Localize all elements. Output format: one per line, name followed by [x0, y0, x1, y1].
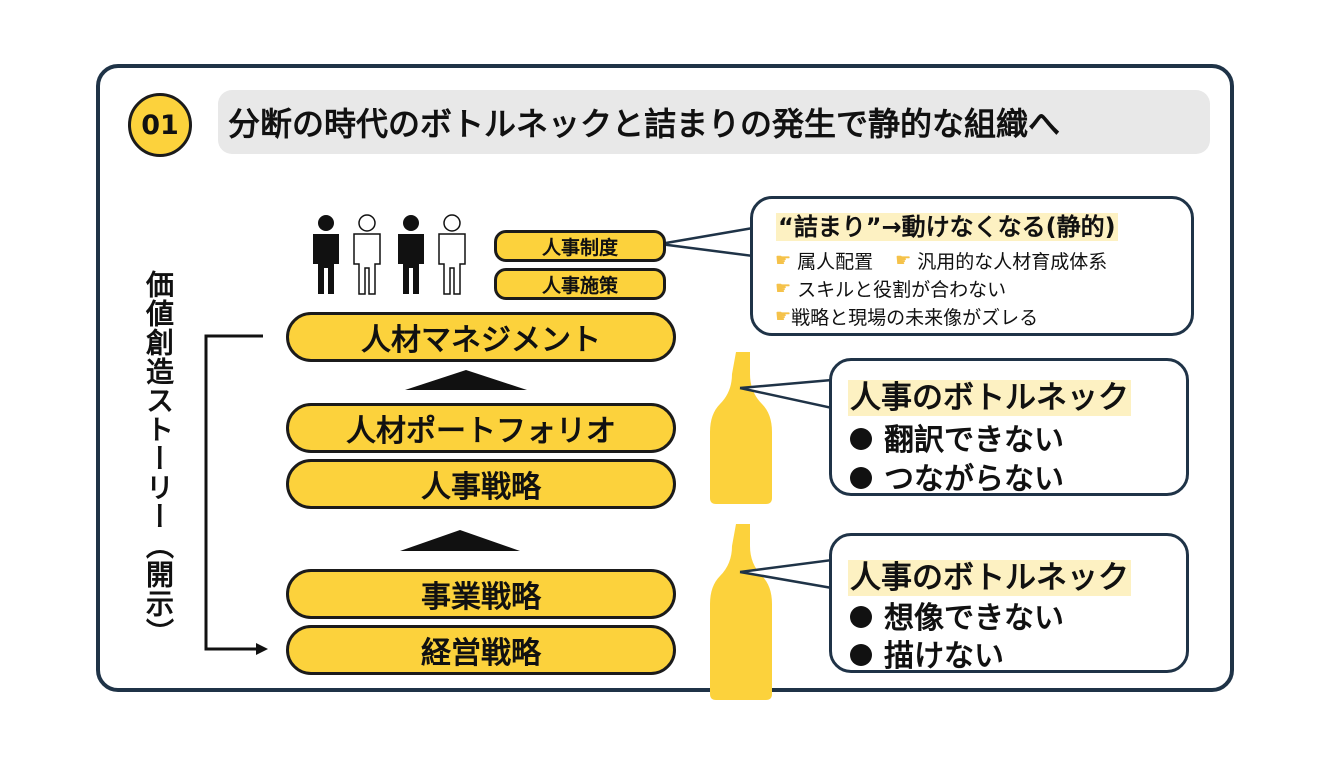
business-strategy-pill: 事業戦略: [286, 569, 676, 619]
triangle-arrow-icon: [400, 530, 520, 551]
hand-pointing-icon: ☛: [775, 250, 792, 271]
congestion-item-row: ☛ 属人配置 ☛ 汎用的な人材育成体系: [775, 250, 1108, 273]
hr-measures-pill: 人事施策: [494, 268, 666, 300]
bullet-icon: [850, 643, 872, 666]
bottle-icon: [710, 524, 772, 700]
bottleneck-item: つながらない: [850, 454, 1064, 498]
congestion-item-row: ☛ 戦略と現場の未来像がズレる: [775, 306, 1039, 329]
person-icon-black: [398, 215, 424, 294]
callout-pointer: [659, 226, 755, 258]
hr-bottleneck-callout-upper: 人事のボトルネック 翻訳できない つながらない: [829, 358, 1189, 498]
person-icon-outline: [353, 214, 381, 295]
talent-portfolio-pill: 人材ポートフォリオ: [286, 403, 676, 453]
bottleneck-item: 描けない: [850, 631, 1004, 675]
page-title: 分断の時代のボトルネックと詰まりの発生で静的な組織へ: [218, 90, 1210, 154]
congestion-callout-title: “詰まり”→動けなくなる(静的): [776, 213, 1118, 241]
congestion-item-row: ☛ スキルと役割が合わない: [775, 278, 1007, 301]
bottleneck-item: 想像できない: [850, 593, 1064, 637]
triangle-arrow-icon: [405, 370, 527, 390]
hand-pointing-icon: ☛: [775, 306, 792, 327]
hand-pointing-icon: ☛: [775, 278, 792, 299]
card-frame: [96, 64, 1234, 692]
talent-management-pill: 人材マネジメント: [286, 312, 676, 362]
management-strategy-pill: 経営戦略: [286, 625, 676, 675]
bracket-arrow-icon: [204, 334, 268, 655]
hr-bottleneck-title: 人事のボトルネック: [848, 560, 1131, 596]
hr-strategy-pill: 人事戦略: [286, 459, 676, 509]
hr-bottleneck-callout-lower: 人事のボトルネック 想像できない 描けない: [829, 533, 1189, 675]
bullet-icon: [850, 605, 872, 628]
hand-pointing-icon: ☛: [895, 250, 912, 271]
bottle-icon: [710, 352, 772, 504]
bullet-icon: [850, 466, 872, 489]
person-icon-outline: [438, 214, 466, 295]
congestion-callout: “詰まり”→動けなくなる(静的) ☛ 属人配置 ☛ 汎用的な人材育成体系 ☛ ス…: [750, 196, 1194, 336]
bullet-icon: [850, 427, 872, 450]
person-icon-black: [313, 215, 339, 294]
bottleneck-item: 翻訳できない: [850, 415, 1064, 459]
section-number-badge: 01: [128, 93, 192, 157]
value-creation-story-label: 価値創造ストーリー（開示）: [142, 270, 175, 647]
hr-system-pill: 人事制度: [494, 230, 666, 262]
page-title-text: 分断の時代のボトルネックと詰まりの発生で静的な組織へ: [228, 105, 1061, 143]
hr-bottleneck-title: 人事のボトルネック: [848, 380, 1131, 416]
